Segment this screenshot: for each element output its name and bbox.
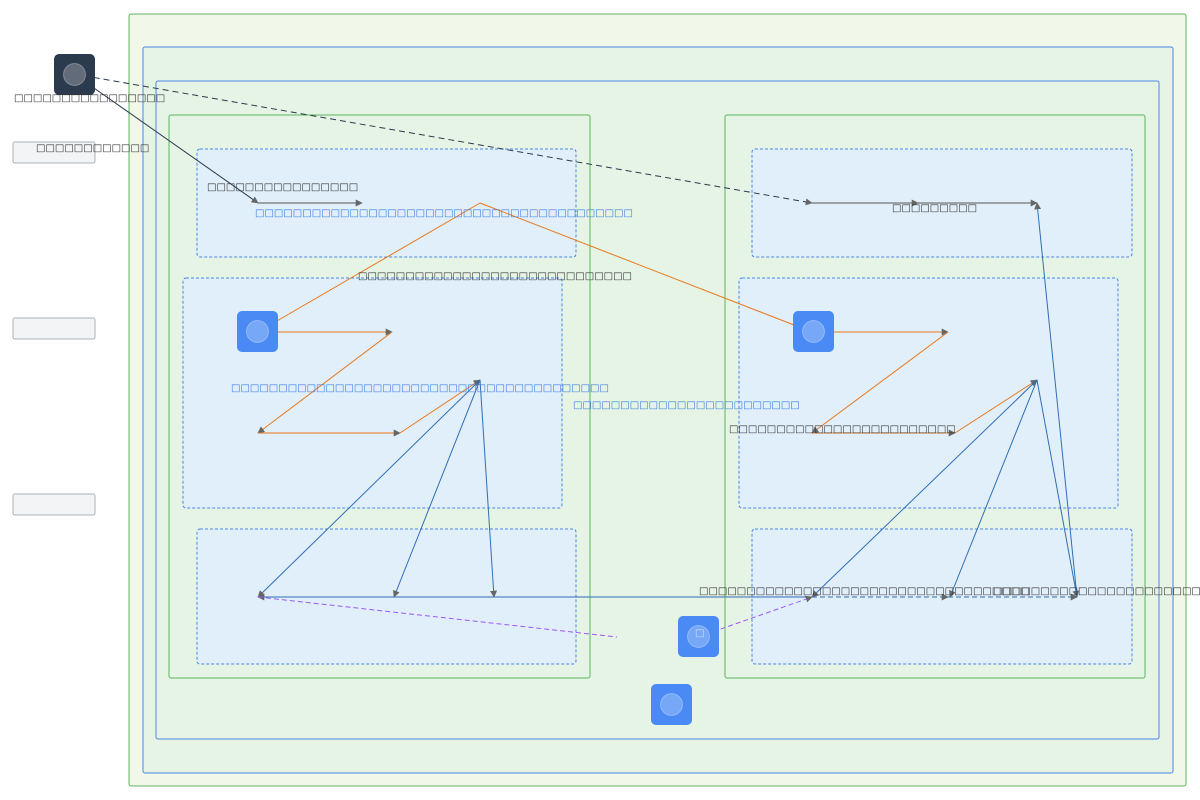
edge-arrow bbox=[257, 331, 393, 434]
side-box-label: □□□□□□□□□□□□ bbox=[36, 143, 149, 154]
external-circle-icon bbox=[63, 63, 86, 86]
external-node-label: □□□□□□□□□□□□□□□□ bbox=[14, 93, 165, 104]
left-service-node[interactable] bbox=[237, 311, 278, 352]
left-top-label: □□□□□□□□□□□□□□□□ bbox=[207, 182, 358, 193]
bottom-long-label: □□□□□□□□□□□□□□□□□□□□□□□□□□□□□□□□□□□ bbox=[699, 586, 1030, 597]
right-top-label: □□□□□□□□□ bbox=[892, 203, 977, 214]
edge-arrow bbox=[479, 202, 813, 333]
center-blue-label: □□□□□□□□□□□□□□□□□□□□□□□□ bbox=[573, 400, 800, 411]
external-node[interactable] bbox=[54, 54, 95, 95]
side-box-1 bbox=[12, 141, 96, 164]
edge-arrow bbox=[954, 379, 1038, 434]
left-service-circle-icon bbox=[246, 320, 269, 343]
side-box-3 bbox=[12, 493, 96, 516]
side-box-2 bbox=[12, 317, 96, 340]
bottom-node[interactable] bbox=[651, 684, 692, 725]
edge-arrow bbox=[73, 73, 259, 204]
edge-arrow bbox=[73, 73, 813, 206]
edge-arrow bbox=[257, 202, 481, 333]
center-node[interactable] bbox=[678, 616, 719, 657]
edge-arrow bbox=[479, 379, 498, 598]
center-circle-icon bbox=[687, 625, 710, 648]
small-node-label: □ bbox=[695, 628, 704, 639]
bottom-right-label: □□□□□□□□□□□□□□□□□□□□□□□□ bbox=[993, 586, 1200, 597]
edge-arrow bbox=[393, 379, 481, 598]
left-mid-top-label: □□□□□□□□□□□□□□□□□□□□□□□□□□□□□ bbox=[358, 271, 632, 282]
edge-arrow bbox=[811, 331, 949, 434]
edge-arrow bbox=[257, 379, 481, 598]
panel-1 bbox=[196, 148, 577, 258]
right-service-node[interactable] bbox=[793, 311, 834, 352]
right-mid-label: □□□□□□□□□□□□□□□□□□□□□□□□ bbox=[729, 424, 956, 435]
edge-arrow bbox=[811, 379, 1038, 598]
edge-arrow bbox=[399, 379, 481, 434]
right-service-circle-icon bbox=[802, 320, 825, 343]
left-mid-blue-label: □□□□□□□□□□□□□□□□□□□□□□□□□□□□□□□□□□□□□□□□ bbox=[231, 383, 609, 394]
edge-arrow bbox=[949, 379, 1038, 598]
edge-arrow bbox=[1036, 379, 1080, 598]
bottom-circle-icon bbox=[660, 693, 683, 716]
edge-arrow bbox=[257, 596, 618, 638]
edge-arrow bbox=[1034, 202, 1078, 598]
left-top-blue-label: □□□□□□□□□□□□□□□□□□□□□□□□□□□□□□□□□□□□□□□□ bbox=[255, 208, 633, 219]
